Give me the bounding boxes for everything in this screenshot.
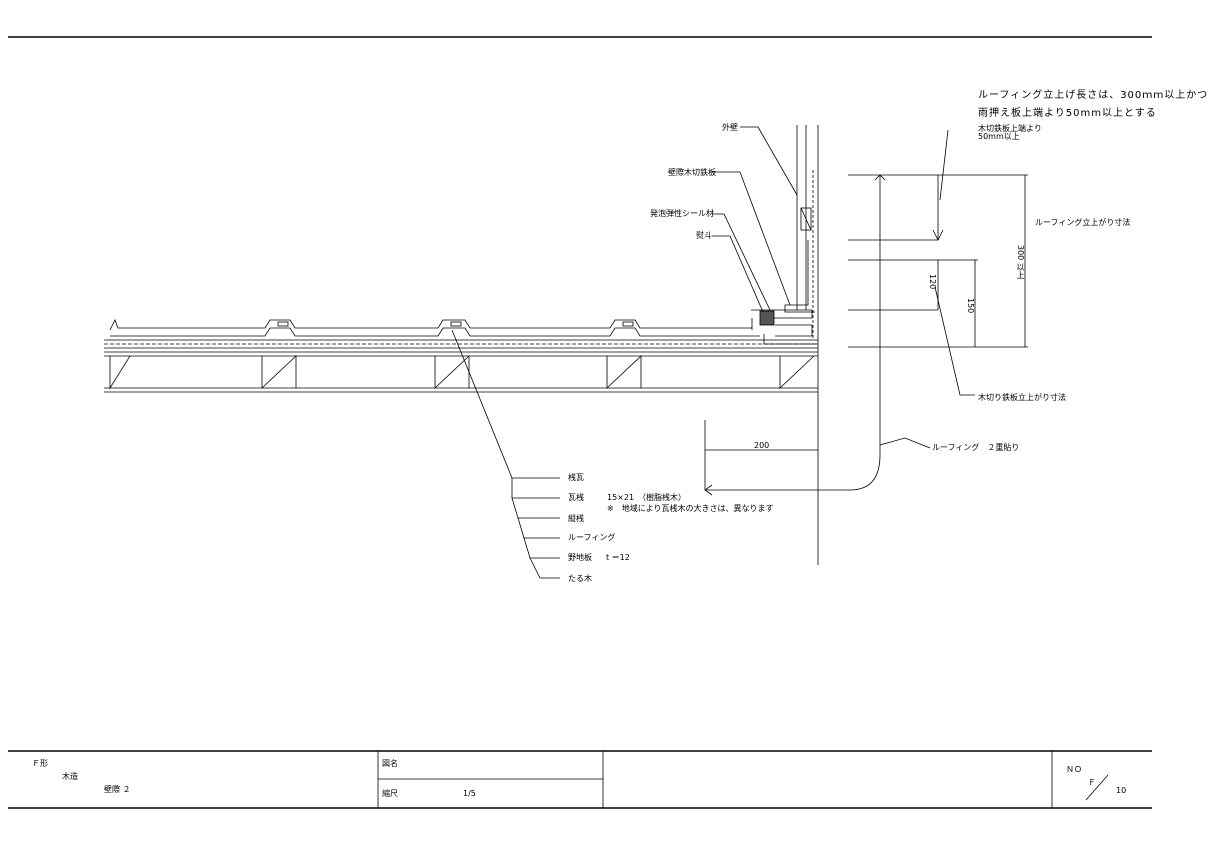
- note-main-line1: ルーフィング立上げ長さは、300ｍｍ以上かつ: [978, 90, 1208, 101]
- label-noshi: 熨斗: [696, 231, 712, 240]
- leader-lines-bottom: [451, 329, 560, 579]
- title-drawing-name-label: 図名: [382, 759, 398, 768]
- note-main-line2: 雨押え板上端より50mm以上とする: [978, 108, 1157, 119]
- outer-wall: [796, 125, 819, 565]
- roof-tiles: [109, 319, 760, 337]
- label-kirikiri-dim: 木切り鉄板立上がり寸法: [978, 393, 1066, 402]
- label-roofing: ルーフィング: [568, 533, 616, 542]
- label-gaiheki: 外壁: [722, 123, 738, 132]
- dimension-lines: [848, 129, 1028, 396]
- title-scale-value: 1/5: [463, 789, 476, 798]
- dim-120: 120: [928, 274, 937, 290]
- title-no-label: ＮＯ: [1066, 765, 1082, 774]
- dim-150: 150: [966, 298, 975, 314]
- leader-lines-top: [712, 126, 798, 313]
- label-seal: 発泡弾性シール材: [650, 209, 714, 218]
- dim-300: 300 以上: [1016, 245, 1025, 279]
- label-taruki: たる木: [568, 574, 592, 583]
- label-kawarazan-note: ※ 地域により瓦桟木の大きさは、異なります: [607, 504, 774, 513]
- roofing-double-line: [704, 174, 931, 496]
- label-roofing-dim: ルーフィング立上がり寸法: [1035, 218, 1131, 227]
- title-scale-label: 縮尺: [382, 789, 398, 798]
- note-small-line1: 木切鉄板上端より: [978, 124, 1042, 133]
- dim-200: 200: [754, 441, 770, 450]
- title-block: [8, 750, 1152, 809]
- label-kawarazan-spec: 15×21 （樹脂桟木）: [607, 493, 687, 502]
- label-nojiita-spec: t ＝12: [606, 553, 630, 562]
- label-nojiita: 野地板: [568, 553, 592, 562]
- label-kabegiwa: 壁際木切鉄板: [668, 168, 716, 177]
- rafters: [109, 355, 815, 390]
- label-tatezan: 縦桟: [568, 514, 584, 523]
- label-roofing-double: ルーフィング ２重貼り: [932, 443, 1020, 452]
- title-no-letter: Ｆ: [1088, 778, 1096, 787]
- label-kawarazan: 瓦桟: [568, 493, 584, 502]
- title-shape-label: Ｆ形: [32, 759, 48, 768]
- roof-layers: [104, 339, 818, 393]
- title-no-number: 10: [1116, 786, 1127, 795]
- title-structure: 木造: [62, 772, 78, 781]
- title-detail-name: 壁際 ２: [104, 785, 131, 794]
- note-small-line2: 50mm以上: [978, 132, 1020, 141]
- label-muneku: 桟瓦: [568, 473, 584, 482]
